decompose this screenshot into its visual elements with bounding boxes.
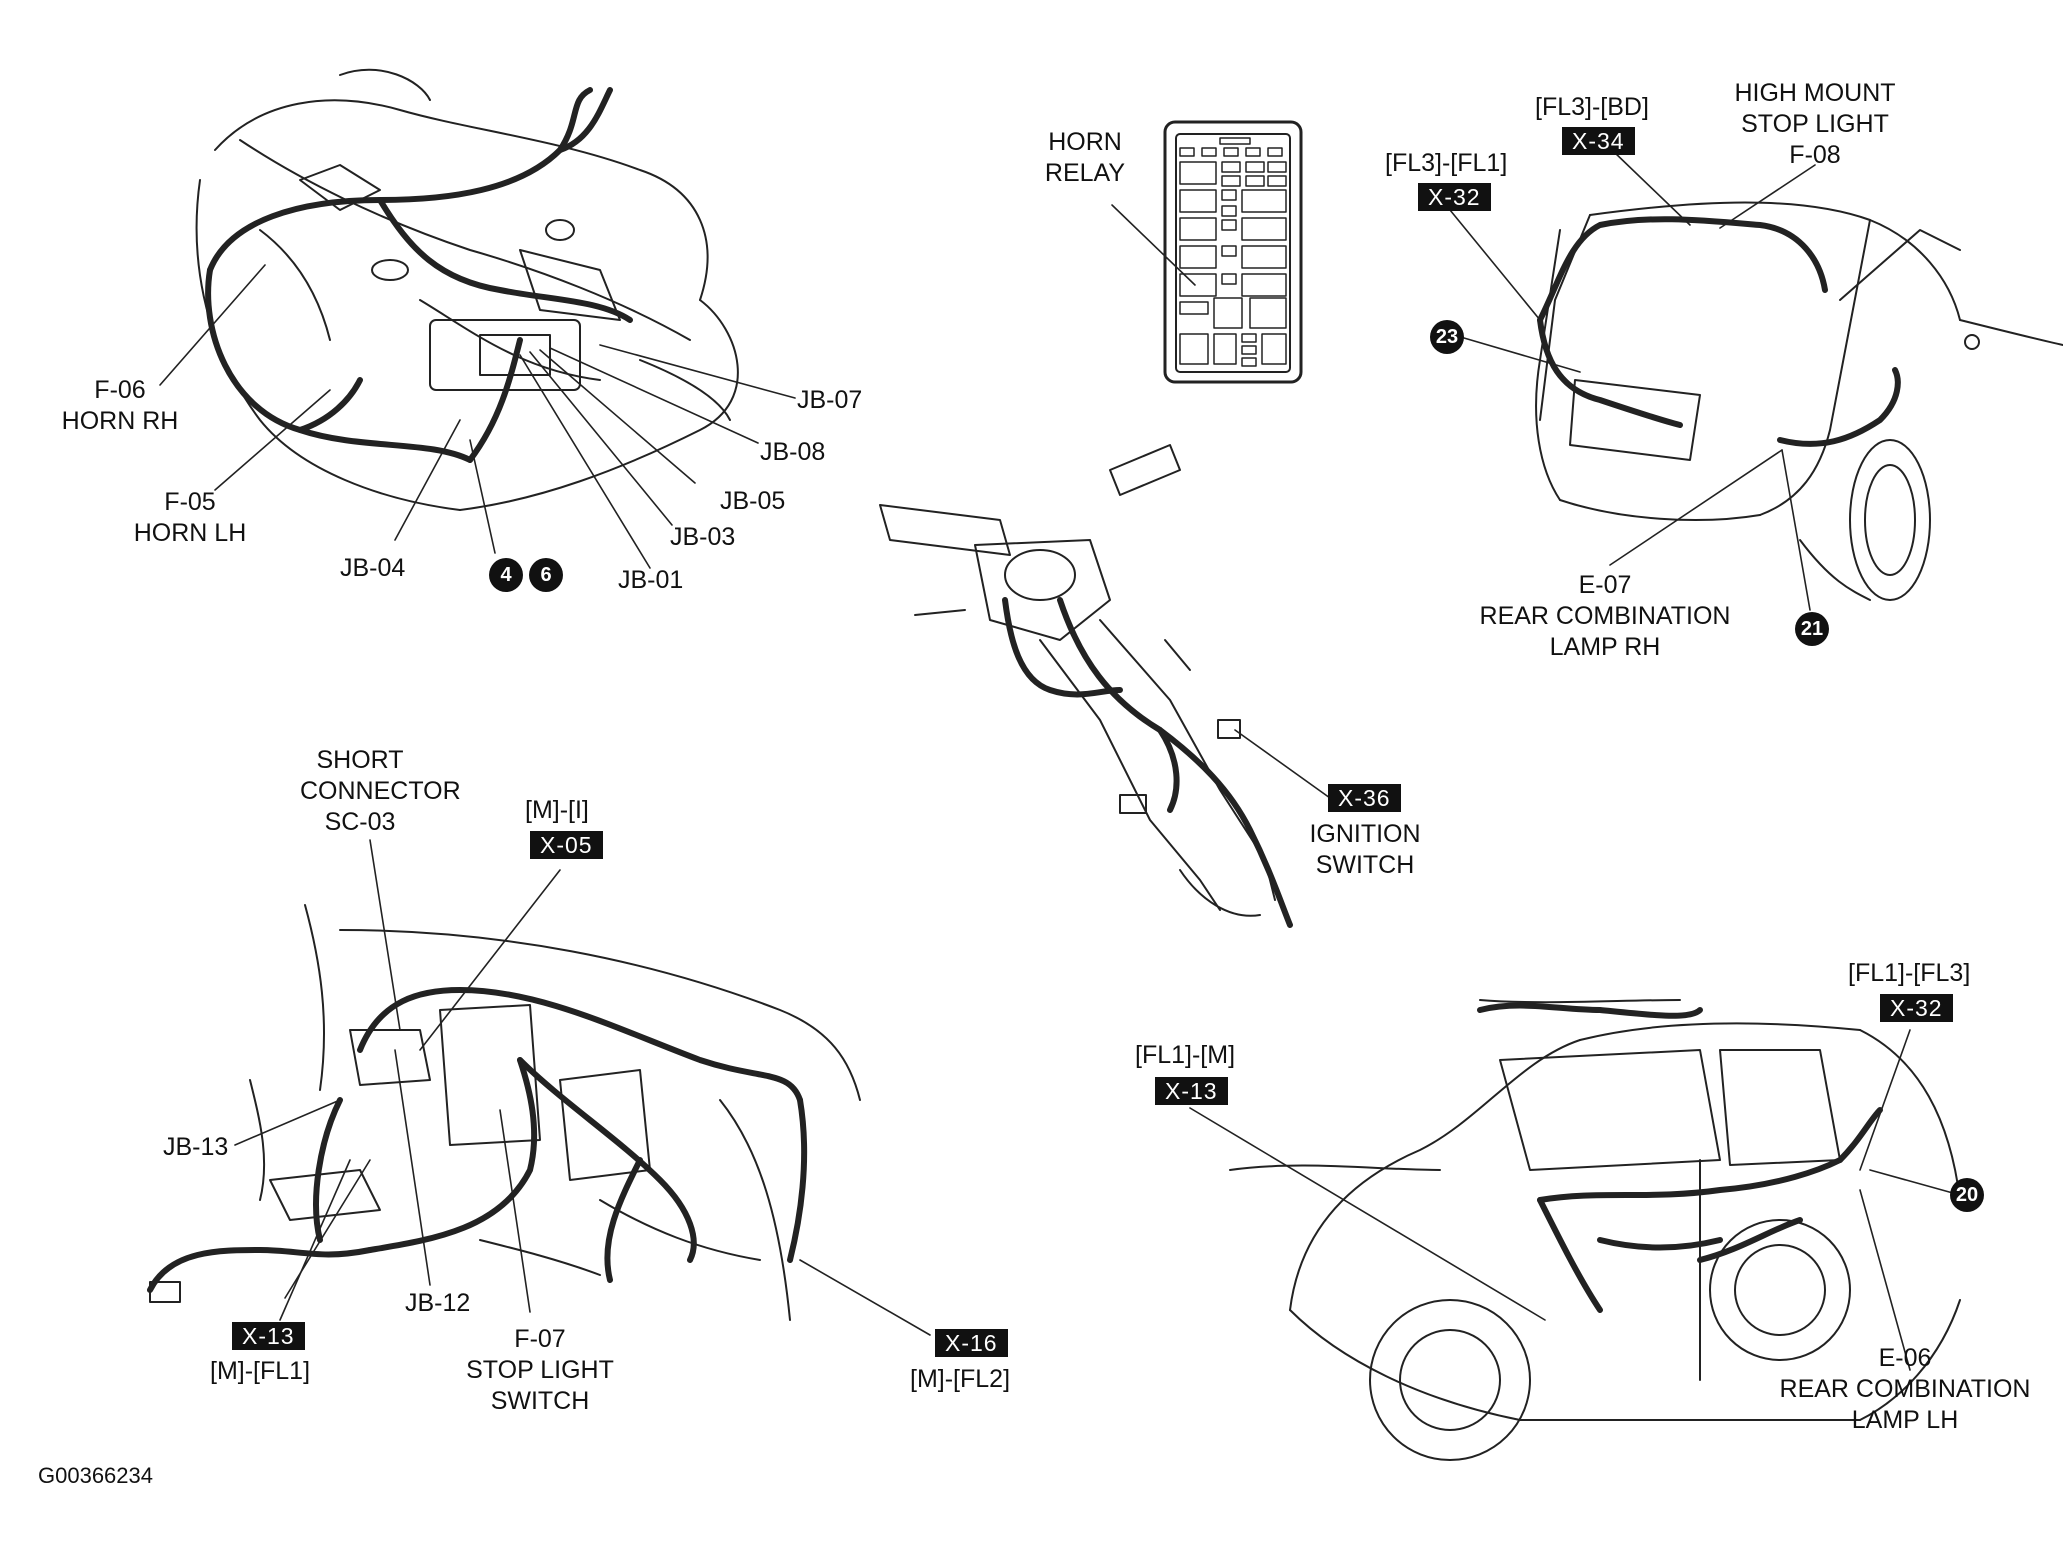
rear-gate-illustration [1535,201,2063,601]
marker-4: 4 [489,558,523,592]
label-ignition-line1: IGNITION [1309,820,1421,848]
tag-x32-rear: X-32 [1418,183,1491,211]
label-fl3-fl1: [FL3]-[FL1] [1385,149,1508,177]
label-e07-rear-combination-rh: E-07 REAR COMBINATION LAMP RH [1455,570,1755,663]
label-horn-relay-line1: HORN [1048,128,1122,156]
label-e06-line1: REAR COMBINATION [1779,1375,2031,1403]
engine-bay-leaders [159,264,796,569]
label-f05-code: F-05 [164,488,216,516]
label-e07-line1: REAR COMBINATION [1479,602,1731,630]
vehicle-side-leaders [1189,1029,1961,1371]
label-jb01: JB-01 [618,566,684,594]
dashboard-harness [147,987,808,1293]
label-f06-text: HORN RH [61,407,179,435]
label-high-mount-line2: STOP LIGHT [1741,110,1889,138]
label-jb13: JB-13 [163,1133,229,1161]
vehicle-side-harness [1477,1002,1883,1313]
marker-6: 6 [529,558,563,592]
label-fl1-m: [FL1]-[M] [1135,1041,1236,1069]
label-f07-stop-light-switch: F-07 STOP LIGHT SWITCH [440,1324,640,1417]
marker-21: 21 [1795,612,1829,646]
label-horn-relay: HORN RELAY [1035,127,1135,189]
tag-x36: X-36 [1328,784,1401,812]
dashboard-leaders [234,839,931,1336]
label-ignition-line2: SWITCH [1315,851,1415,879]
label-f05-horn-lh: F-05 HORN LH [115,487,265,549]
label-jb12: JB-12 [405,1289,471,1317]
label-short-connector-line2: CONNECTOR [300,777,461,805]
label-e06-code: E-06 [1878,1344,1932,1372]
label-fl1-fl3: [FL1]-[FL3] [1848,959,1971,987]
label-e07-line2: LAMP RH [1549,633,1661,661]
steering-column-harness [1002,597,1293,928]
tag-x13-dash: X-13 [232,1322,305,1350]
rear-gate-leaders [1449,149,1816,611]
label-short-connector-sc03: SHORT CONNECTOR SC-03 [300,745,461,838]
dashboard-illustration [249,904,861,1321]
dashboard-connector [149,1281,181,1303]
steering-column-illustration [879,444,1276,917]
label-m-fl1: [M]-[FL1] [210,1357,311,1385]
label-f07-code: F-07 [514,1325,566,1353]
label-m-i: [M]-[I] [525,796,589,824]
figure-code: G00366234 [38,1463,153,1488]
label-f07-line1: STOP LIGHT [466,1356,614,1384]
horn-relay-leader [1111,204,1196,286]
label-fl3-bd: [FL3]-[BD] [1535,93,1649,121]
label-ignition-switch: IGNITION SWITCH [1300,819,1430,881]
label-high-mount-code: F-08 [1789,141,1841,169]
vehicle-side-illustration [1229,999,1961,1461]
tag-x16: X-16 [935,1329,1008,1357]
label-f06-horn-rh: F-06 HORN RH [45,375,195,437]
label-m-fl2: [M]-[FL2] [910,1365,1011,1393]
label-f06-code: F-06 [94,376,146,404]
label-high-mount-stop-light: HIGH MOUNT STOP LIGHT F-08 [1710,78,1920,171]
tag-x32-side: X-32 [1880,994,1953,1022]
tag-x13-side: X-13 [1155,1077,1228,1105]
label-short-connector-code: SC-03 [324,808,396,836]
label-e06-line2: LAMP LH [1851,1406,1959,1434]
marker-20: 20 [1950,1178,1984,1212]
label-jb08: JB-08 [760,438,826,466]
rear-gate-harness [1537,216,1901,447]
label-high-mount-line1: HIGH MOUNT [1734,79,1896,107]
label-f05-text: HORN LH [133,519,247,547]
tag-x05: X-05 [530,831,603,859]
label-jb04: JB-04 [340,554,406,582]
label-jb05: JB-05 [720,487,786,515]
marker-23: 23 [1430,320,1464,354]
label-e06-rear-combination-lh: E-06 REAR COMBINATION LAMP LH [1760,1343,2050,1436]
label-short-connector-line1: SHORT [316,746,404,774]
label-f07-line2: SWITCH [490,1387,590,1415]
label-jb03: JB-03 [670,523,736,551]
engine-bay-harness [205,87,633,463]
tag-x34: X-34 [1562,127,1635,155]
label-e07-code: E-07 [1578,571,1632,599]
fuse-box [1163,120,1303,384]
label-horn-relay-line2: RELAY [1044,159,1126,187]
ignition-switch-leader [1234,729,1331,799]
engine-bay-illustration [195,68,739,511]
label-jb07: JB-07 [797,386,863,414]
